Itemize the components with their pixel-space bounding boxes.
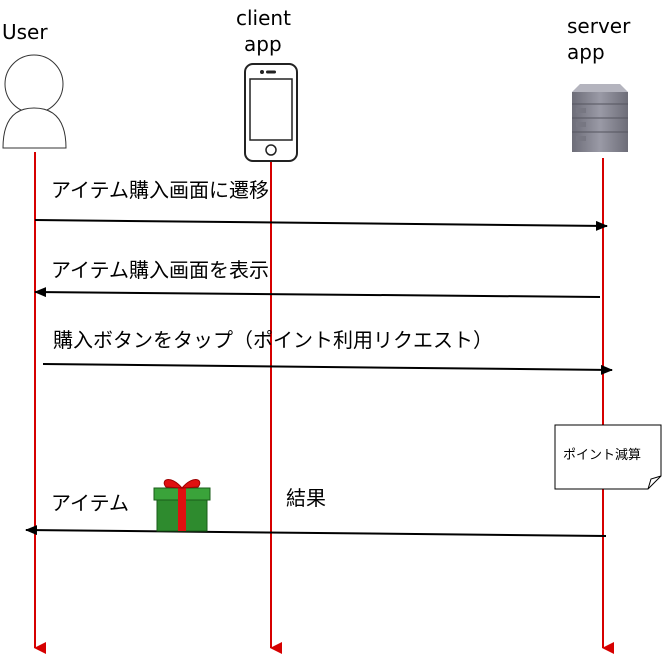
- message-label-2: アイテム購入画面を表示: [51, 258, 269, 282]
- message-arrow-2: [34, 287, 601, 298]
- message-arrow-4: [25, 525, 607, 537]
- gift-box-icon: [153, 479, 211, 532]
- message-label-1: アイテム購入画面に遷移: [51, 178, 269, 202]
- result-label: 結果: [286, 486, 326, 510]
- message-arrow-3: [42, 363, 613, 375]
- message-arrow-1: [34, 219, 608, 231]
- note-box: [554, 424, 662, 490]
- message-label-3: 購入ボタンをタップ（ポイント利用リクエスト）: [53, 328, 493, 352]
- message-label-4: アイテム: [51, 491, 129, 515]
- note-text: ポイント減算: [563, 448, 642, 463]
- user-icon: [2, 54, 67, 149]
- server-actor-label-line2: app: [567, 40, 605, 64]
- server-actor-label-line1: server: [567, 14, 631, 38]
- server-icon: [572, 84, 628, 152]
- smartphone-icon: [244, 63, 298, 162]
- client-actor-label-line2: app: [244, 32, 282, 56]
- user-actor-label: User: [2, 20, 48, 44]
- client-actor-label-line1: client: [236, 6, 291, 30]
